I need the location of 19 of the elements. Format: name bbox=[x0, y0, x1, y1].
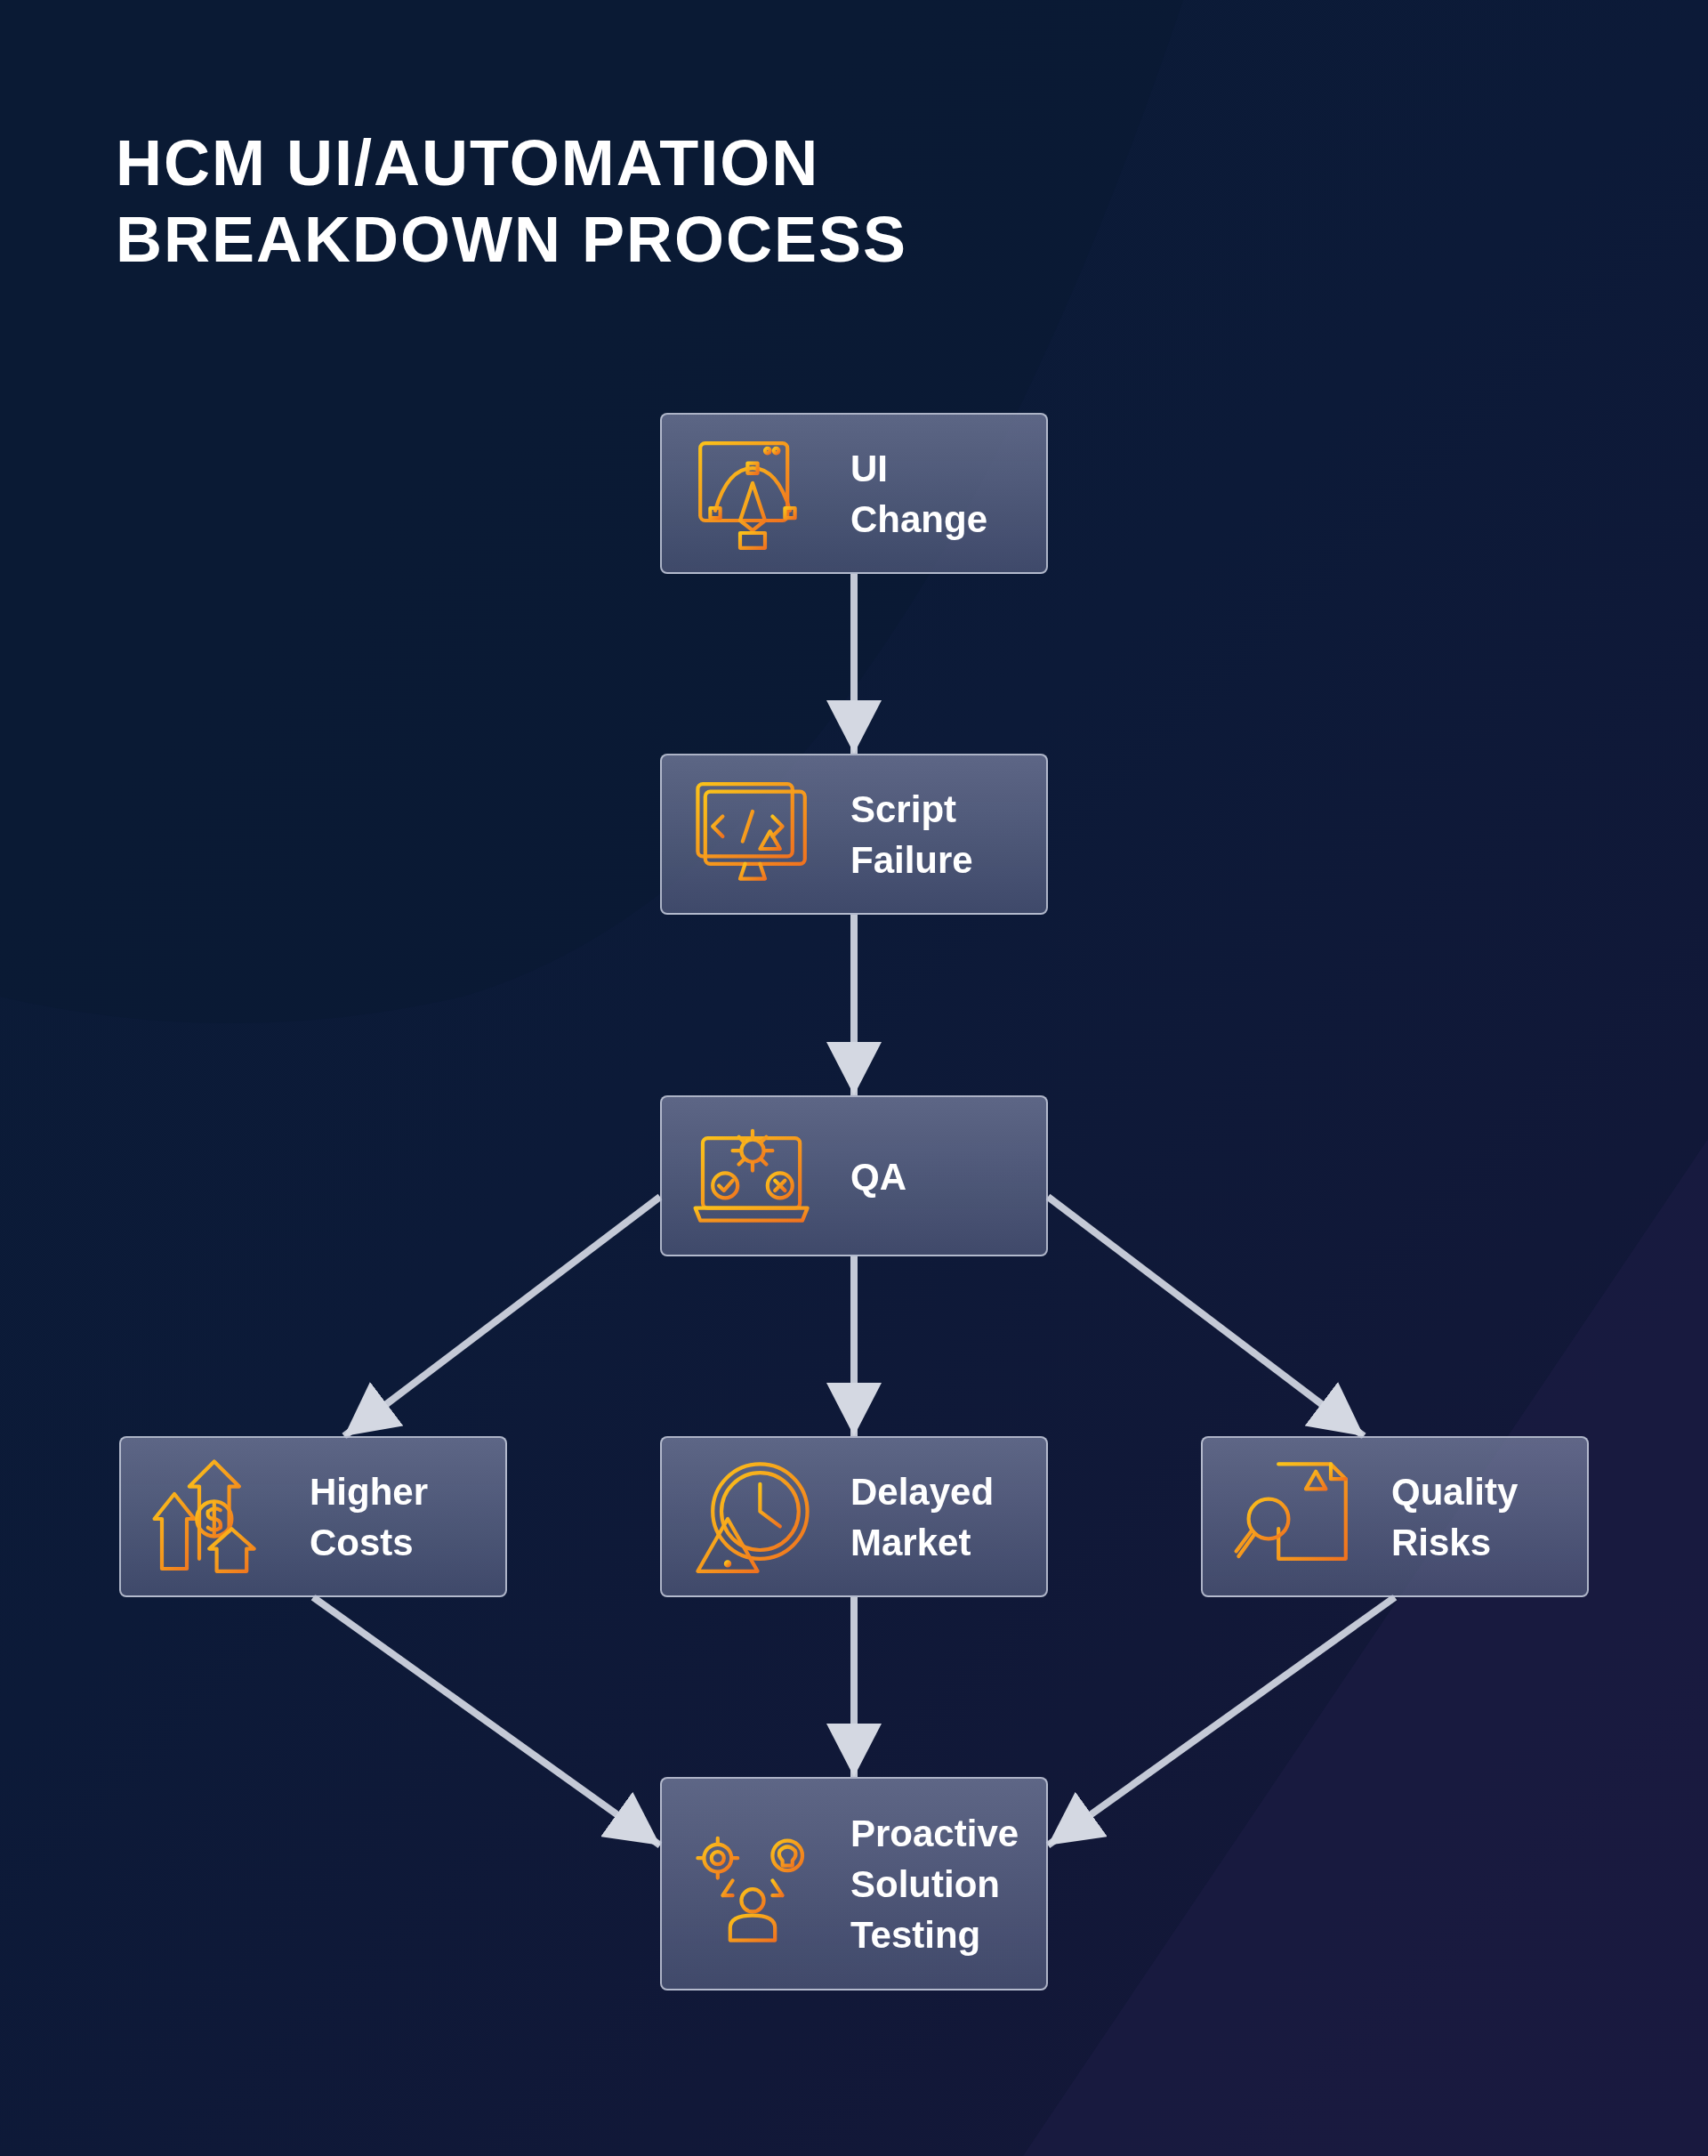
node-label: QA bbox=[850, 1154, 907, 1199]
title: HCM UI/AUTOMATION BREAKDOWN PROCESS bbox=[116, 126, 909, 277]
arrow bbox=[826, 915, 882, 1095]
node-label: Quality Risks bbox=[1391, 1469, 1519, 1565]
process-box bbox=[660, 413, 1048, 574]
node-label: Higher Costs bbox=[310, 1469, 429, 1565]
arrow bbox=[826, 1597, 882, 1777]
node-label: Delayed Market bbox=[850, 1469, 995, 1565]
process-box bbox=[660, 754, 1048, 915]
process-box bbox=[660, 1436, 1048, 1597]
process-box bbox=[1201, 1436, 1589, 1597]
node-label: Script Failure bbox=[850, 787, 974, 883]
node-label: Proactive Solution Testing bbox=[850, 1811, 1020, 1958]
node-label: UI Change bbox=[850, 446, 988, 542]
process-box bbox=[660, 1777, 1048, 1990]
process-box bbox=[660, 1095, 1048, 1256]
arrow bbox=[826, 574, 882, 754]
arrow bbox=[826, 1256, 882, 1436]
process-box bbox=[119, 1436, 507, 1597]
